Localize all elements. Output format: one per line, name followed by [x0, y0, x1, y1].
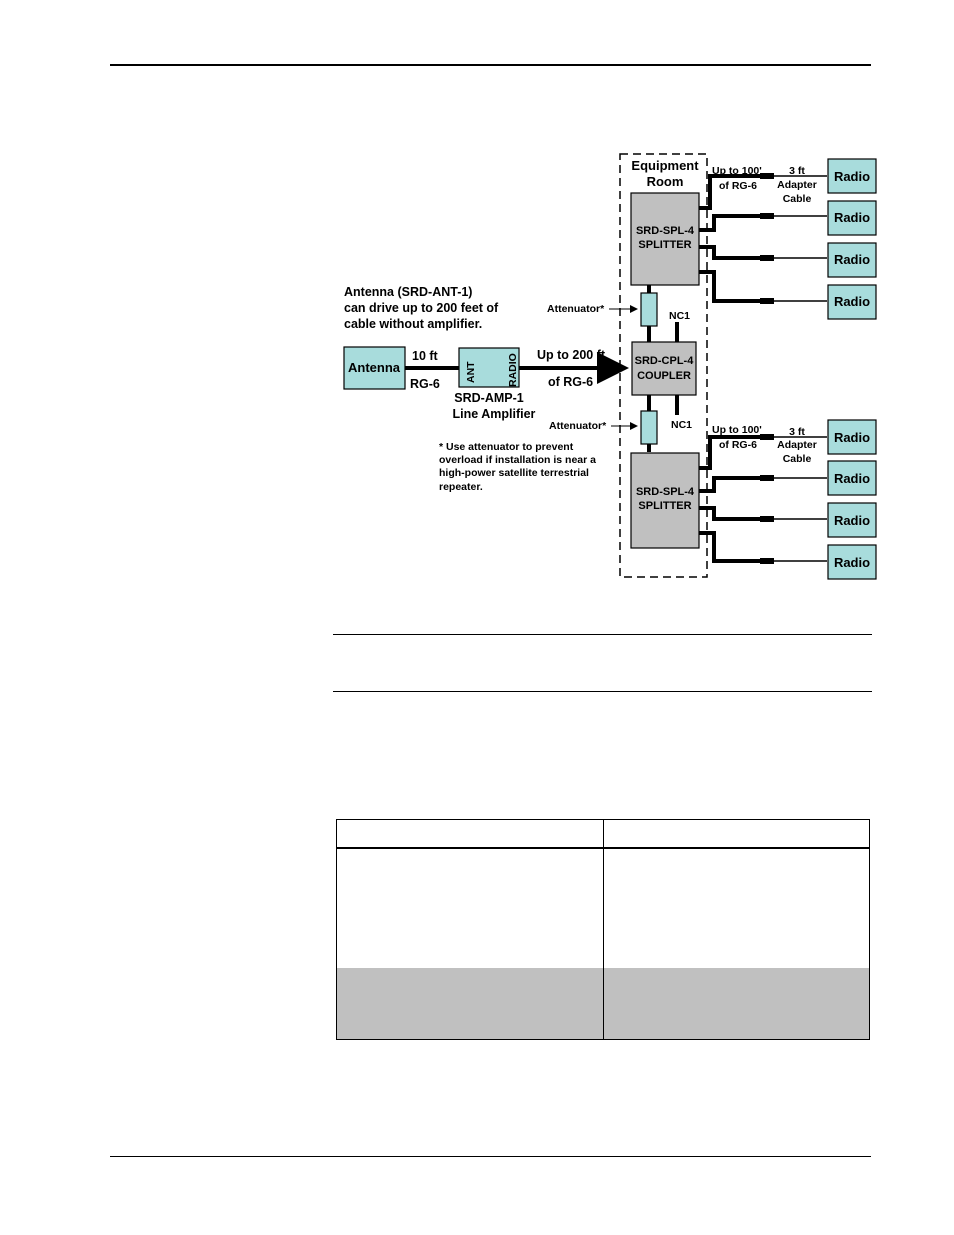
- adapter-label: Cable: [783, 193, 812, 205]
- run-100-label: Up to 100': [712, 165, 762, 177]
- amp-radio-label: RADIO: [507, 353, 519, 387]
- coupler-label: COUPLER: [637, 370, 691, 382]
- attenuator-top: [640, 292, 658, 327]
- note-bottom-rule: [333, 691, 872, 692]
- header-rule: [110, 64, 871, 66]
- radio-box: [827, 502, 877, 538]
- splitter-label: SRD-SPL-4: [636, 225, 695, 237]
- adapter-label: Adapter: [777, 179, 817, 191]
- run-type-label: of RG-6: [548, 375, 593, 389]
- antenna-note: can drive up to 200 feet of: [344, 301, 499, 315]
- radio-label: Radio: [834, 430, 870, 445]
- run-100-type-label: of RG-6: [719, 439, 757, 451]
- radio-box: [827, 284, 877, 320]
- adapter-label: Cable: [783, 453, 812, 465]
- note-top-rule: [333, 634, 872, 635]
- footnote: repeater.: [439, 481, 483, 493]
- adapter-label: 3 ft: [789, 426, 805, 438]
- radio-box: [827, 544, 877, 580]
- radio-label: Radio: [834, 252, 870, 267]
- run-100-label: Up to 100': [712, 424, 762, 436]
- antenna-note: cable without amplifier.: [344, 317, 482, 331]
- amp-title: Line Amplifier: [453, 407, 536, 421]
- radio-box: [827, 242, 877, 278]
- equipment-room-label: Room: [647, 174, 684, 189]
- radio-label: Radio: [834, 555, 870, 570]
- table-column-separator: [603, 820, 604, 1039]
- radio-label: Radio: [834, 471, 870, 486]
- adapter-label: 3 ft: [789, 165, 805, 177]
- amp-title: SRD-AMP-1: [454, 391, 523, 405]
- splitter-top: [630, 192, 700, 286]
- radio-label: Radio: [834, 210, 870, 225]
- radio-box: [827, 419, 877, 455]
- splitter-label: SPLITTER: [638, 500, 691, 512]
- radio-box: [827, 200, 877, 236]
- radio-label: Radio: [834, 169, 870, 184]
- radio-label: Radio: [834, 513, 870, 528]
- cable-length-label: 10 ft: [412, 349, 439, 363]
- equipment-room-label: Equipment: [631, 158, 699, 173]
- radio-box: [827, 460, 877, 496]
- spec-table: [336, 819, 870, 1040]
- run-length-label: Up to 200 ft: [537, 348, 606, 362]
- top-output-cables: [699, 173, 827, 304]
- radio-box: [827, 158, 877, 194]
- coupler-box: [631, 341, 697, 396]
- nc1-top-label: NC1: [669, 310, 690, 322]
- antenna-label: Antenna: [348, 360, 401, 375]
- radio-label: Radio: [834, 294, 870, 309]
- nc1-bottom-label: NC1: [671, 419, 692, 431]
- footer-rule: [110, 1156, 871, 1157]
- run-100-type-label: of RG-6: [719, 180, 757, 192]
- adapter-label: Adapter: [777, 439, 817, 451]
- footnote: overload if installation is near a: [439, 454, 596, 466]
- splitter-bottom: [630, 452, 700, 549]
- attenuator-bottom: [640, 410, 658, 445]
- bottom-output-cables: [699, 434, 827, 564]
- splitter-label: SPLITTER: [638, 239, 691, 251]
- attenuator-label: Attenuator*: [549, 420, 607, 432]
- coupler-label: SRD-CPL-4: [635, 355, 695, 367]
- amp-ant-label: ANT: [465, 361, 477, 383]
- installation-diagram: Equipment Room Antenna (SRD-ANT-1) can d…: [343, 153, 877, 580]
- cable-type-label: RG-6: [410, 377, 440, 391]
- footnote: high-power satellite terrestrial: [439, 467, 589, 479]
- antenna-note: Antenna (SRD-ANT-1): [344, 285, 472, 299]
- amplifier-box: [458, 347, 520, 388]
- radio-boxes: Radio Radio Radio Radio Radio Radio Radi…: [827, 158, 877, 580]
- attenuator-label: Attenuator*: [547, 303, 605, 315]
- splitter-label: SRD-SPL-4: [636, 486, 695, 498]
- footnote: * Use attenuator to prevent: [439, 441, 574, 453]
